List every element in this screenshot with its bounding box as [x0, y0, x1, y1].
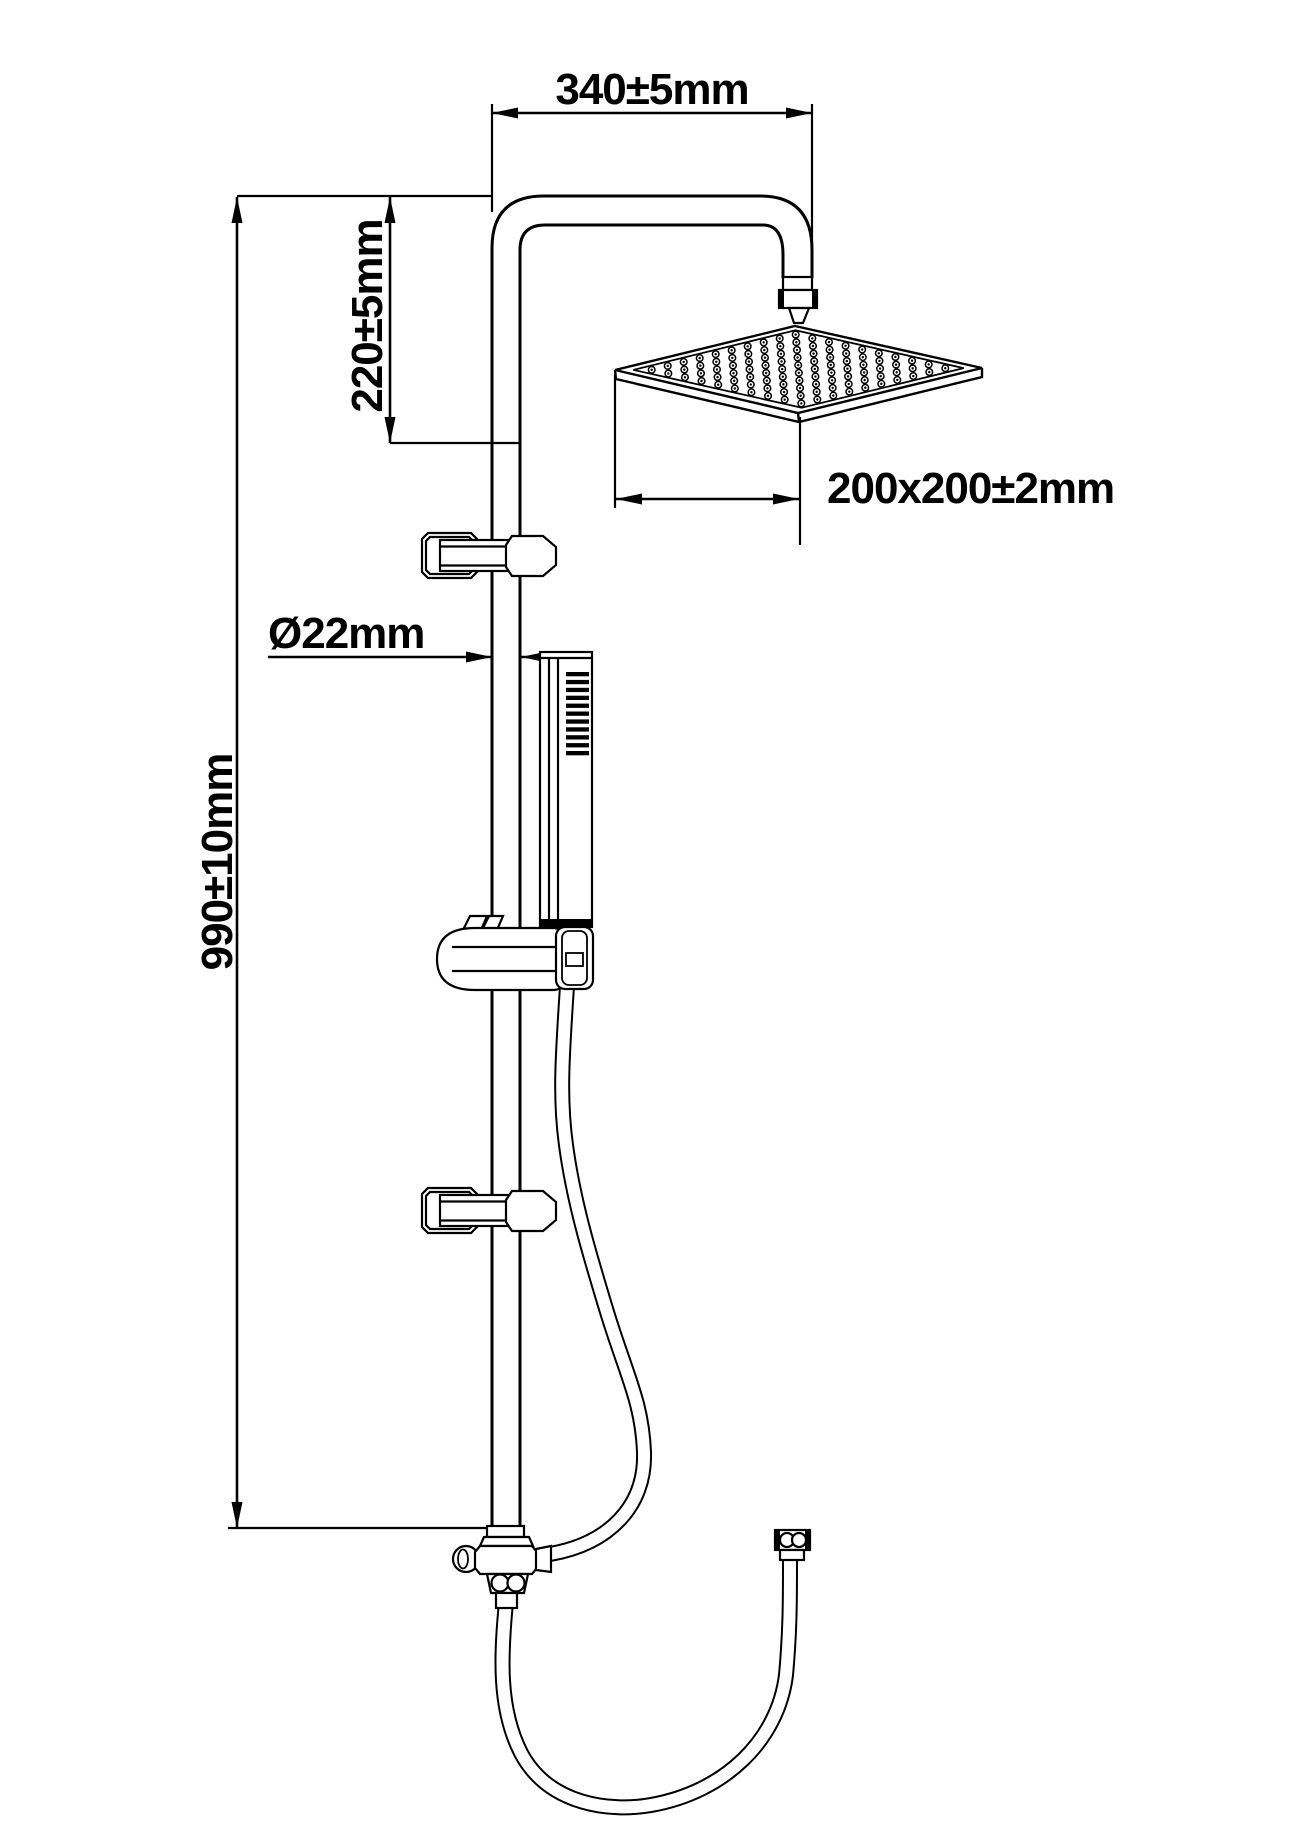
slider-holder	[435, 914, 595, 992]
valve-bottom-collar	[494, 1591, 519, 1610]
spray-face	[566, 672, 589, 756]
rain-shower-head	[613, 324, 984, 424]
dim-pipe-diameter-label: Ø22mm	[268, 609, 424, 658]
pipe-inner-edge	[518, 223, 785, 1528]
nozzle-grid	[647, 330, 950, 408]
pipe-outer-edge	[490, 194, 814, 1528]
valve-top-collar	[485, 1524, 526, 1539]
arm-connector-nut	[777, 288, 819, 310]
arm-connector	[777, 275, 819, 325]
hand-shower-base	[540, 919, 592, 927]
head-neck	[787, 306, 811, 325]
diverter-valve	[451, 1524, 553, 1610]
supply-hose	[494, 1559, 798, 1816]
arm-collar	[781, 275, 814, 292]
fitting-collar	[778, 1548, 806, 1562]
valve-body	[473, 1544, 539, 1576]
valve-right-port	[534, 1544, 553, 1574]
dimension-arrows	[231, 107, 812, 1528]
wall-bracket-upper	[420, 531, 558, 580]
dim-riser-height-label: 990±10mm	[193, 754, 242, 971]
valve-top-hex	[478, 1535, 535, 1548]
holder-body	[435, 926, 566, 992]
head-inner-frame	[633, 329, 964, 409]
dim-head-size-label: 200x200±2mm	[827, 464, 1114, 513]
hand-shower-body	[538, 650, 594, 929]
wall-bracket-lower	[420, 1186, 558, 1235]
hand-shower-hose	[548, 985, 653, 1562]
dim-arm-width-label: 340±5mm	[555, 65, 748, 114]
supply-hose-fitting	[773, 1528, 812, 1562]
riser-pipe-and-arm	[490, 194, 814, 1528]
dimension-lines	[228, 104, 814, 1530]
dim-head-offset-label: 220±5mm	[343, 219, 392, 412]
hand-shower	[538, 650, 594, 929]
